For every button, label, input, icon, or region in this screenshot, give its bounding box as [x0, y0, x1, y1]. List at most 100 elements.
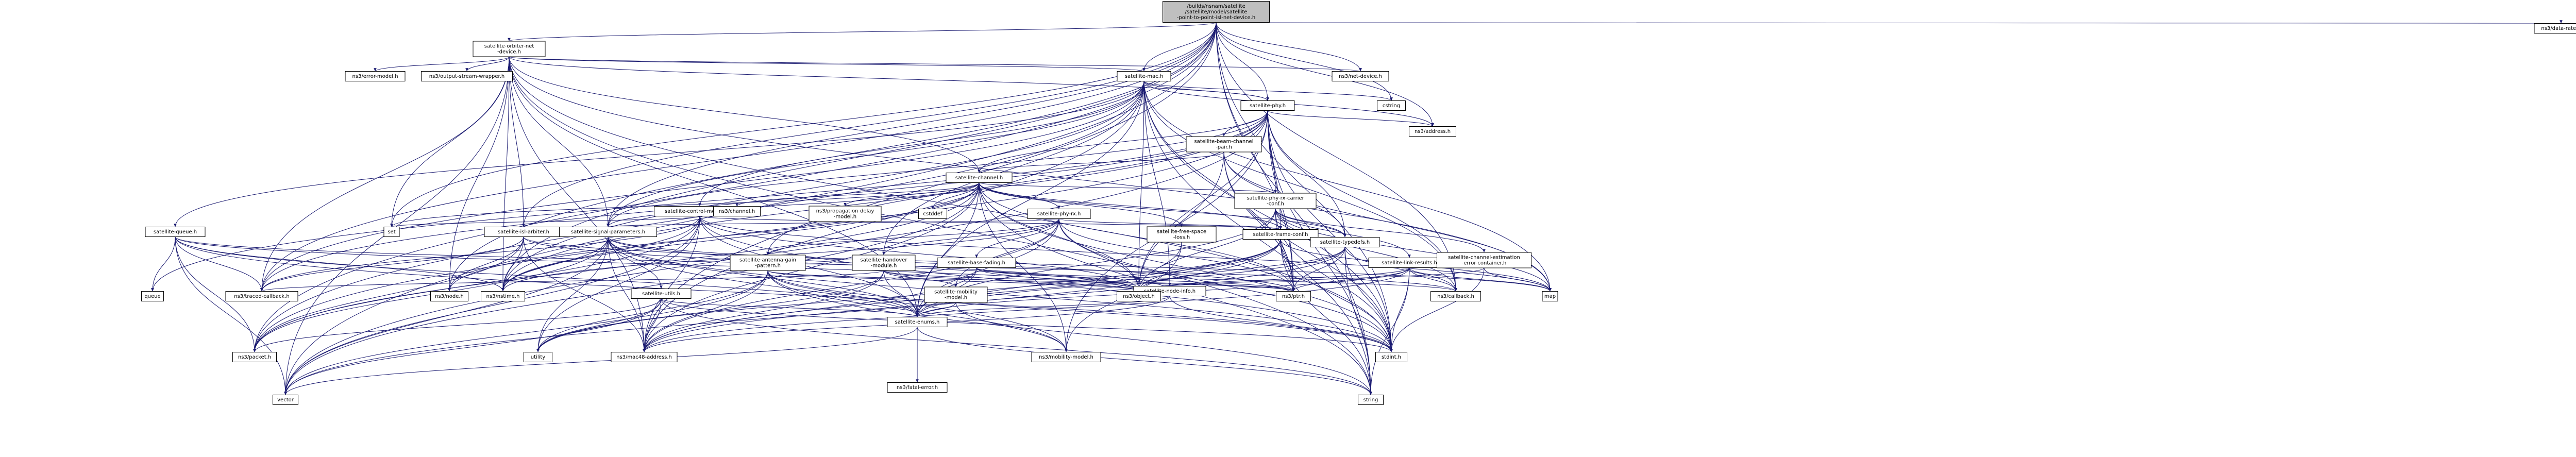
node-bitrate[interactable]: ns3/data-rate.h	[2534, 23, 2576, 33]
edge-channel-to-propdelay	[844, 182, 980, 207]
node-box	[481, 291, 525, 301]
node-ns3packet[interactable]: ns3/packet.h	[232, 352, 277, 362]
edge-antenna-to-mobility	[767, 270, 1068, 352]
node-box	[887, 317, 948, 327]
node-ns3ch[interactable]: ns3/channel.h	[713, 206, 761, 216]
edge-phy-to-channel	[978, 110, 1268, 173]
node-beamch[interactable]: satellite-beam-channel-pair.h	[1186, 136, 1262, 153]
node-vector[interactable]: vector	[273, 395, 298, 405]
node-islarb[interactable]: satellite-isl-arbiter.h	[484, 227, 563, 237]
node-box	[1276, 291, 1311, 301]
node-freespace[interactable]: satellite-free-space-loss.h	[1147, 226, 1217, 243]
edge-antenna-to-stdint	[767, 270, 1393, 352]
node-rxconf[interactable]: satellite-phy-rx-carrier-conf.h	[1234, 193, 1317, 209]
node-cstddef[interactable]: cstddef	[918, 209, 947, 219]
node-label: satellite-phy.h	[1250, 103, 1286, 109]
node-utility[interactable]: utility	[524, 352, 552, 362]
node-box	[631, 289, 692, 299]
edge-channel-to-freespace	[979, 182, 1183, 227]
edge-ctrlmsg-to-tracedcb	[260, 216, 700, 292]
edge-linkres-to-callback	[1409, 267, 1457, 292]
node-basefad[interactable]: satellite-base-fading.h	[937, 258, 1016, 268]
node-label: ns3/ptr.h	[1282, 294, 1305, 299]
node-errmodel[interactable]: ns3/error-model.h	[345, 71, 406, 81]
node-label: cstddef	[923, 211, 942, 217]
node-root[interactable]: /builds/nsnam/satellite/satellite/model/…	[1163, 1, 1270, 23]
node-label: -point-to-point-isl-net-device.h	[1177, 15, 1255, 21]
node-box	[1409, 126, 1456, 137]
node-nstime[interactable]: ns3/nstime.h	[481, 291, 525, 301]
edge-handover-to-utility	[536, 270, 884, 352]
node-box	[1027, 209, 1091, 219]
edge-antenna-to-enums	[767, 270, 919, 317]
node-typedefs[interactable]: satellite-typedefs.h	[1310, 237, 1380, 247]
edge-typedefs-to-mac48	[643, 247, 1345, 352]
edge-rxconf-to-chest	[1275, 208, 1486, 253]
edge-handover-to-ptr	[883, 270, 1295, 292]
node-propdelay[interactable]: ns3/propagation-delay-model.h	[809, 206, 882, 222]
node-label: satellite-queue.h	[154, 229, 197, 235]
edge-handover-to-tracedcb	[260, 270, 884, 292]
node-cstring[interactable]: cstring	[1377, 100, 1406, 111]
node-label: queue	[144, 294, 160, 299]
edge-queue-to-enums	[175, 236, 919, 317]
node-frameconf[interactable]: satellite-frame-conf.h	[1242, 229, 1319, 240]
node-label: ns3/traced-callback.h	[234, 294, 290, 299]
node-linkres[interactable]: satellite-link-results.h	[1368, 258, 1451, 268]
node-ptr[interactable]: ns3/ptr.h	[1276, 291, 1311, 301]
edge-utils-to-utility	[536, 298, 662, 352]
node-object[interactable]: ns3/object.h	[1117, 291, 1161, 301]
node-stdint[interactable]: stdint.h	[1375, 352, 1407, 362]
node-callback[interactable]: ns3/callback.h	[1430, 291, 1481, 301]
node-phy[interactable]: satellite-phy.h	[1240, 100, 1295, 111]
node-netdev[interactable]: ns3/net-device.h	[1332, 71, 1389, 81]
edge-queue-to-ns3packet	[175, 236, 256, 352]
node-chest[interactable]: satellite-channel-estimation-error-conta…	[1437, 252, 1531, 268]
edge-beamch-to-ptr	[1223, 151, 1295, 292]
node-channel[interactable]: satellite-channel.h	[946, 173, 1013, 183]
edge-channel-to-typedefs	[979, 182, 1346, 238]
edge-root-to-bitrate	[1216, 21, 2562, 24]
node-ns3node[interactable]: ns3/node.h	[430, 291, 468, 301]
node-tracedcb[interactable]: ns3/traced-callback.h	[225, 291, 298, 301]
node-label: satellite-frame-conf.h	[1253, 232, 1308, 238]
node-box	[1430, 291, 1481, 301]
edge-phyrx-to-mac48	[643, 218, 1059, 352]
node-mobility[interactable]: ns3/mobility-model.h	[1031, 352, 1101, 362]
edge-ctrlmsg-to-nstime	[501, 216, 700, 292]
node-box	[937, 258, 1016, 268]
node-set[interactable]: set	[383, 227, 400, 237]
node-box	[852, 255, 916, 271]
node-enums[interactable]: satellite-enums.h	[887, 317, 948, 327]
edge-islarb-to-object	[523, 236, 1140, 292]
node-utils[interactable]: satellite-utils.h	[631, 289, 692, 299]
edge-islarb-to-mac48	[523, 236, 646, 352]
node-address[interactable]: ns3/address.h	[1409, 126, 1456, 137]
node-phyrx[interactable]: satellite-phy-rx.h	[1027, 209, 1091, 219]
node-handover[interactable]: satellite-handover-module.h	[852, 255, 916, 271]
node-sigpar[interactable]: satellite-signal-parameters.h	[559, 227, 657, 237]
node-label: -model.h	[945, 295, 967, 301]
node-label: -conf.h	[1267, 201, 1284, 207]
node-mobmodel[interactable]: satellite-mobility-model.h	[924, 286, 988, 303]
node-mac48[interactable]: ns3/mac48-address.h	[611, 352, 678, 362]
node-mac[interactable]: satellite-mac.h	[1117, 71, 1171, 81]
node-label: ns3/fatal-error.h	[897, 385, 938, 391]
edge-root-to-set	[390, 22, 1217, 227]
edge-orbiter-to-islarb	[509, 56, 525, 227]
node-queuestd[interactable]: queue	[141, 291, 164, 301]
edge-mac-to-map	[1143, 81, 1552, 292]
node-antenna[interactable]: satellite-antenna-gain-pattern.h	[730, 255, 806, 271]
node-string[interactable]: string	[1358, 395, 1384, 405]
edge-mac-to-callback	[1143, 81, 1457, 292]
node-queue[interactable]: satellite-queue.h	[145, 227, 206, 237]
edge-handover-to-mobmodel	[883, 270, 957, 287]
edge-rxconf-to-map	[1275, 208, 1552, 292]
edge-sigpar-to-mac48	[608, 236, 646, 352]
node-fatal[interactable]: ns3/fatal-error.h	[887, 382, 948, 393]
edge-phy-to-ns3packet	[253, 110, 1268, 352]
node-orbiter[interactable]: satellite-orbiter-net-device.h	[473, 41, 546, 57]
node-outstream[interactable]: ns3/output-stream-wrapper.h	[421, 71, 513, 81]
node-box	[232, 352, 277, 362]
node-map[interactable]: map	[1542, 291, 1558, 301]
